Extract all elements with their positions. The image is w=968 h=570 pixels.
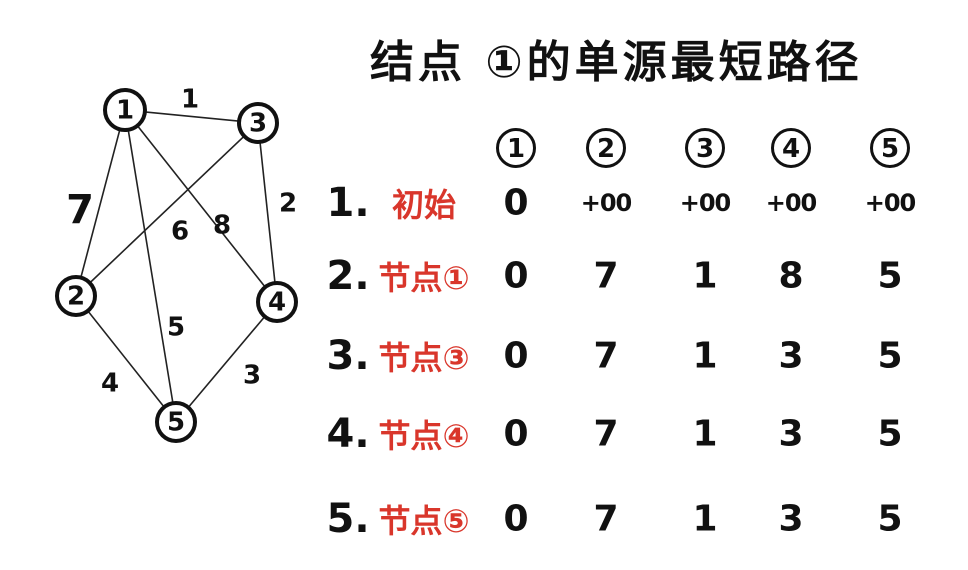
column-header-node-2: 2 (586, 128, 626, 168)
edge-weight-3-2: 6 (171, 217, 189, 247)
column-header-node-4: 4 (771, 128, 811, 168)
step-number: 4. (326, 411, 370, 457)
graph-edge-1-2 (75, 109, 126, 297)
graph-edge-1-5 (124, 109, 177, 423)
distance-cell-node-2: 7 (593, 498, 619, 540)
step-label: 节点④ (378, 417, 470, 455)
graph-edge-3-2 (75, 122, 259, 297)
step-label: 初始 (391, 186, 457, 224)
step-label: 节点⑤ (378, 502, 470, 540)
distance-cell-node-4: 8 (778, 255, 804, 297)
graph-node-1: 1 (103, 88, 147, 132)
graph-edge-1-4 (124, 109, 278, 303)
step-number: 3. (326, 333, 370, 379)
distance-cell-node-3: +00 (679, 189, 732, 217)
graph-node-label: 5 (167, 408, 185, 438)
distance-cell-node-2: 7 (593, 335, 619, 377)
distance-cell-node-3: 1 (692, 498, 718, 540)
distance-cell-node-5: 5 (877, 498, 903, 540)
edge-weight-3-4: 2 (279, 189, 297, 219)
distance-cell-node-3: 1 (692, 335, 718, 377)
distance-cell-node-2: +00 (580, 189, 633, 217)
edge-weight-1-2: 7 (66, 187, 94, 233)
distance-cell-node-2: 7 (593, 255, 619, 297)
distance-cell-node-5: 5 (877, 255, 903, 297)
graph-edge-3-4 (257, 122, 278, 303)
distance-cell-node-1: 0 (503, 182, 529, 224)
distance-cell-node-3: 1 (692, 413, 718, 455)
graph-edge-2-5 (75, 295, 177, 423)
distance-cell-node-2: 7 (593, 413, 619, 455)
column-header-node-3: 3 (685, 128, 725, 168)
graph-node-2: 2 (55, 275, 97, 317)
step-label: 节点① (378, 259, 470, 297)
edge-weight-1-3: 1 (181, 85, 199, 115)
distance-cell-node-1: 0 (503, 335, 529, 377)
column-header-node-1: 1 (496, 128, 536, 168)
graph-node-label: 1 (116, 96, 134, 126)
step-number: 1. (326, 180, 370, 226)
step-number: 2. (326, 253, 370, 299)
graph-node-label: 4 (268, 288, 286, 318)
distance-cell-node-4: 3 (778, 413, 804, 455)
step-number: 5. (326, 496, 370, 542)
distance-cell-node-3: 1 (692, 255, 718, 297)
distance-cell-node-4: 3 (778, 498, 804, 540)
graph-node-4: 4 (256, 281, 298, 323)
distance-cell-node-1: 0 (503, 413, 529, 455)
distance-cell-node-5: 5 (877, 413, 903, 455)
page-title: 结点 ①的单源最短路径 (370, 37, 863, 88)
distance-cell-node-4: 3 (778, 335, 804, 377)
distance-cell-node-5: +00 (864, 189, 917, 217)
graph-edge-1-3 (124, 109, 259, 124)
graph-node-label: 2 (67, 282, 85, 312)
edge-weight-2-5: 4 (101, 369, 119, 399)
graph-node-label: 3 (249, 109, 267, 139)
distance-cell-node-1: 0 (503, 255, 529, 297)
graph-edge-4-5 (175, 301, 278, 423)
distance-cell-node-1: 0 (503, 498, 529, 540)
graph-node-3: 3 (237, 102, 279, 144)
edge-weight-1-4: 8 (213, 211, 231, 241)
edge-weight-4-5: 3 (243, 361, 261, 391)
edge-weight-1-5: 5 (167, 313, 185, 343)
distance-cell-node-4: +00 (765, 189, 818, 217)
column-header-node-5: 5 (870, 128, 910, 168)
step-label: 节点③ (378, 339, 470, 377)
graph-node-5: 5 (155, 401, 197, 443)
distance-cell-node-5: 5 (877, 335, 903, 377)
